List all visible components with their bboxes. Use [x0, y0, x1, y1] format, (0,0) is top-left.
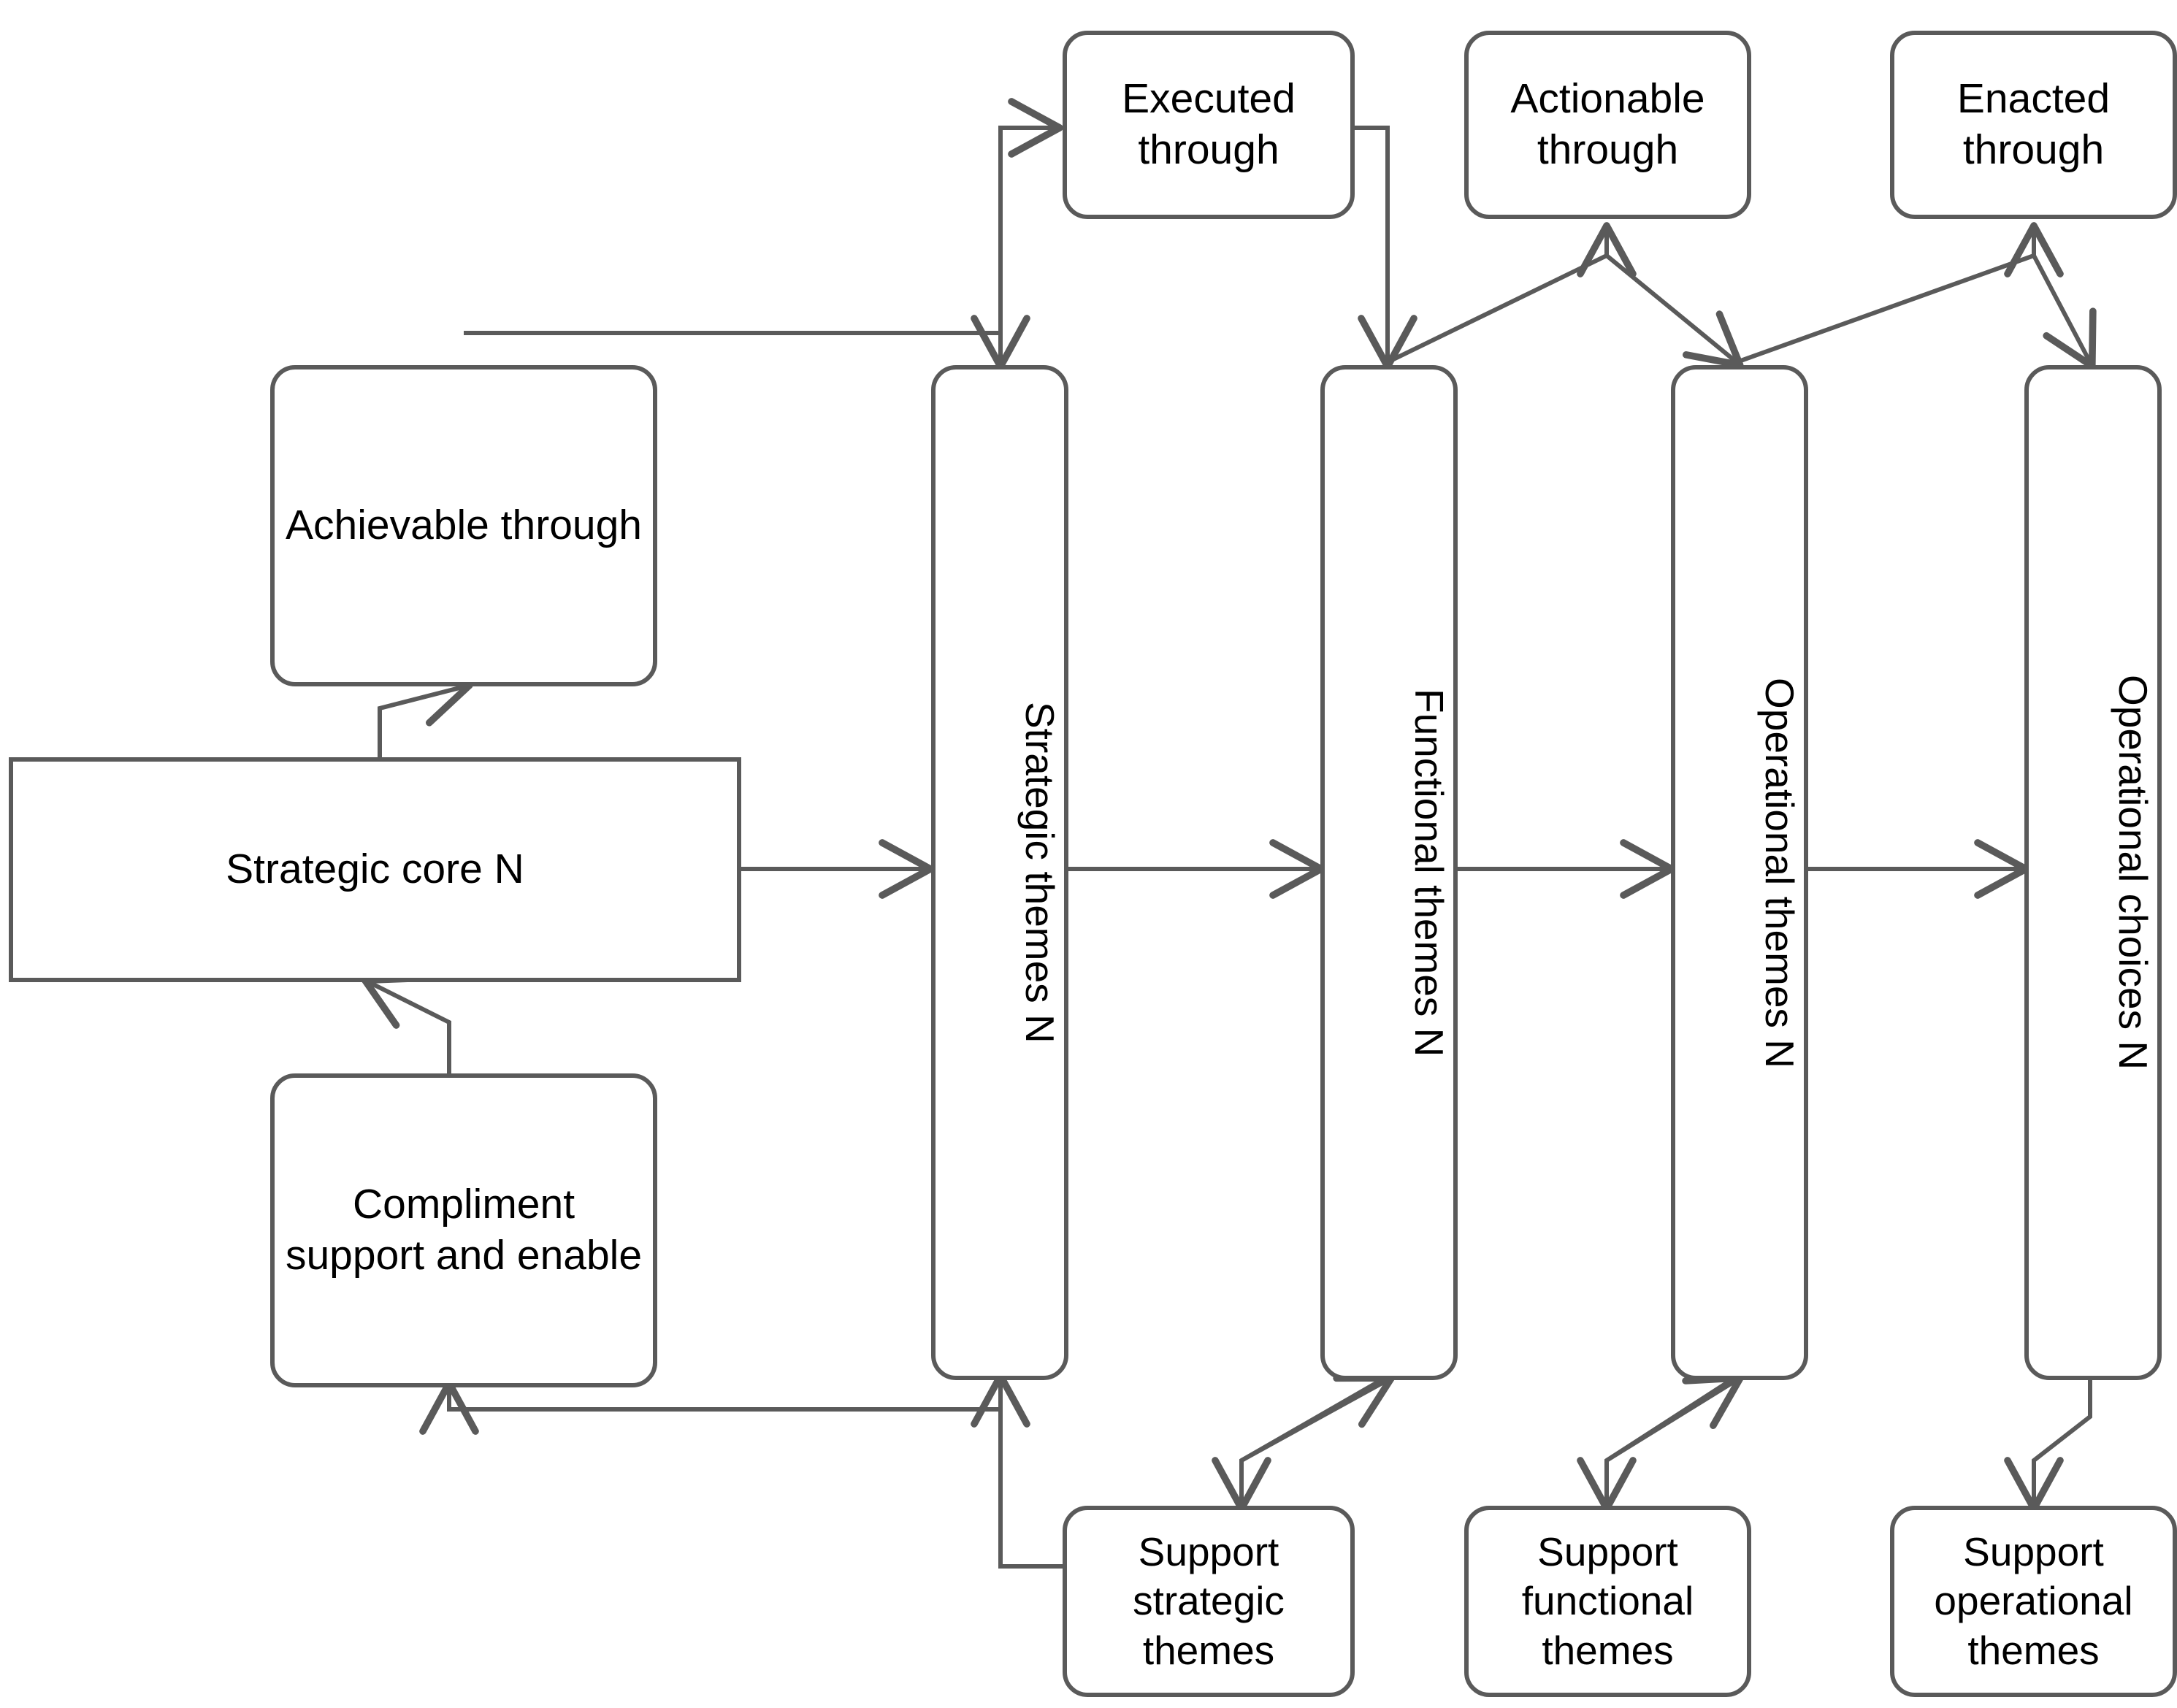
node-label: Functional themes N: [1407, 688, 1452, 1057]
node-label: Strategic core N: [226, 846, 524, 893]
node-label: Operational choices N: [2111, 675, 2156, 1071]
node-label: Executed through: [1122, 75, 1296, 173]
node-operational-themes[interactable]: Operational themes N: [1671, 365, 1808, 1380]
node-support-functional-themes[interactable]: Support functional themes: [1464, 1506, 1751, 1697]
node-label: Support strategic themes: [1133, 1529, 1285, 1673]
edge-support-strategic-to-compliment: [419, 1379, 1000, 1435]
node-enacted-through[interactable]: Enacted through: [1890, 31, 2177, 219]
node-achievable-through[interactable]: Achievable through: [270, 365, 657, 686]
node-label: Enacted through: [1956, 75, 2111, 173]
node-executed-through[interactable]: Executed through: [1063, 31, 1355, 219]
node-label: Actionable through: [1510, 75, 1705, 173]
node-strategic-themes[interactable]: Strategic themes N: [931, 365, 1068, 1380]
edge-executed-to-functional: [1355, 126, 1417, 370]
edge-operational-to-enacted: [1735, 222, 2064, 364]
edge-core-to-achievable: [378, 668, 473, 757]
node-operational-choices[interactable]: Operational choices N: [2024, 365, 2162, 1380]
edge-compliment-to-core: [361, 974, 451, 1073]
edge-choices-to-support-operational: [2004, 1376, 2092, 1512]
node-support-strategic-themes[interactable]: Support strategic themes: [1063, 1506, 1355, 1697]
node-label: Operational themes N: [1757, 677, 1802, 1068]
node-support-operational-themes[interactable]: Support operational themes: [1890, 1506, 2177, 1697]
node-label: Compliment support and enable: [285, 1181, 643, 1279]
edge-achievable-to-executed: [464, 98, 1063, 335]
node-actionable-through[interactable]: Actionable through: [1464, 31, 1751, 219]
edge-support-operational-to-operational: [1605, 1374, 1744, 1463]
node-functional-themes[interactable]: Functional themes N: [1320, 365, 1458, 1380]
edge-support-strategic-to-strategic-themes: [971, 1372, 1063, 1569]
node-label: Support functional themes: [1521, 1529, 1694, 1673]
node-strategic-core[interactable]: Strategic core N: [9, 757, 741, 982]
node-label: Strategic themes N: [1017, 702, 1063, 1043]
node-label: Achievable through: [285, 502, 642, 549]
edge-operational-to-support-functional: [1577, 1374, 1738, 1512]
edge-functional-to-actionable: [1386, 222, 1637, 364]
node-compliment-support-enable[interactable]: Compliment support and enable: [270, 1073, 657, 1387]
edge-enacted-to-choices: [2032, 254, 2097, 370]
node-label: Support operational themes: [1934, 1529, 2133, 1673]
edge-functional-to-support-strategic: [1212, 1374, 1389, 1512]
edge-support-functional-to-functional: [1240, 1374, 1396, 1463]
edge-actionable-to-operational: [1605, 253, 1744, 369]
